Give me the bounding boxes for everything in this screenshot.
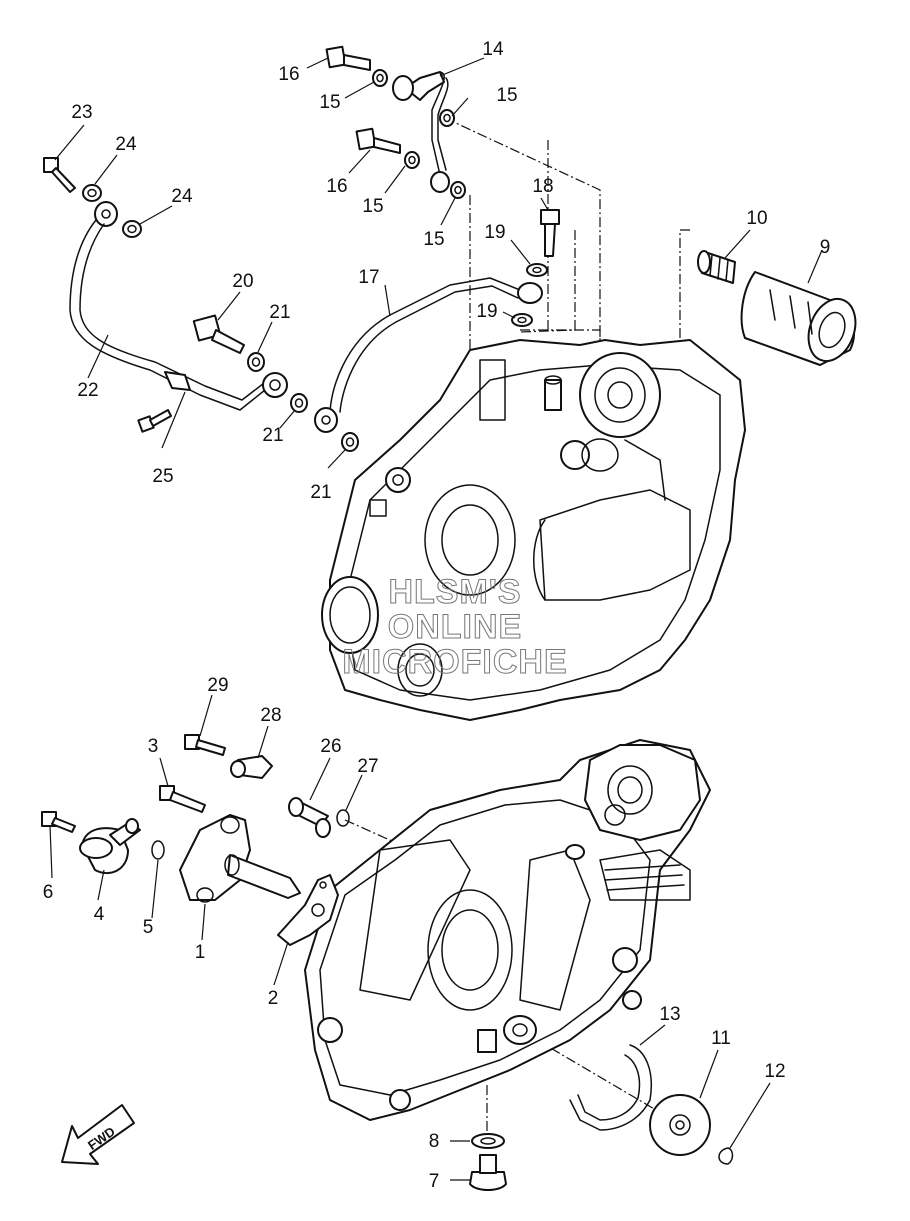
- callout-10: 10: [746, 208, 767, 229]
- callout-15: 15: [319, 92, 340, 113]
- callout-12: 12: [764, 1061, 785, 1082]
- union-bolt-10: [697, 250, 736, 284]
- callout-21: 21: [310, 482, 331, 503]
- callout-15: 15: [362, 196, 383, 217]
- circlip-12: [718, 1147, 734, 1165]
- callout-16: 16: [326, 176, 347, 197]
- o-ring-27: [336, 809, 350, 827]
- sprocket-11: [649, 1094, 711, 1156]
- oil-delivery-pipe-17: [314, 277, 543, 433]
- callout-24: 24: [171, 186, 193, 207]
- callout-8: 8: [429, 1131, 440, 1152]
- callout-13: 13: [659, 1004, 680, 1025]
- washers-19: [511, 263, 548, 327]
- bolt-29: [184, 734, 226, 756]
- callout-2: 2: [268, 988, 279, 1009]
- fwd-arrow-icon: FWD: [61, 1104, 135, 1165]
- callout-19: 19: [476, 301, 497, 322]
- callout-15: 15: [496, 85, 517, 106]
- callout-11: 11: [711, 1028, 731, 1049]
- drain-plug-7: [469, 1154, 507, 1191]
- callout-18: 18: [532, 176, 553, 197]
- bolt-6: [41, 811, 76, 833]
- callout-17: 17: [358, 267, 379, 288]
- callout-numbers: 1 2 3 4 5 6 7 8 9 10 11 12 13 14 15 15 1…: [43, 39, 831, 1192]
- leader-lines: [49, 57, 823, 1181]
- union-bolt-16a: [325, 45, 371, 71]
- bolt-3: [159, 785, 206, 813]
- union-bolt-20: [192, 314, 245, 354]
- callout-5: 5: [143, 917, 154, 938]
- watermark: HLSM'S ONLINE MICROFICHE: [342, 573, 567, 682]
- oil-delivery-pipe-14: [392, 71, 450, 193]
- bracket-28: [230, 755, 273, 779]
- washers-15: [372, 69, 466, 199]
- oil-pipe-22: [69, 201, 288, 411]
- callout-23: 23: [71, 102, 92, 123]
- union-bolt-23: [43, 157, 76, 193]
- callout-4: 4: [94, 904, 105, 925]
- union-bolt-16b: [355, 127, 401, 154]
- union-bolt-18: [540, 209, 560, 257]
- crankcase-right: [321, 339, 746, 721]
- callout-6: 6: [43, 882, 54, 903]
- oil-pump-1: [179, 814, 301, 903]
- callout-19: 19: [484, 222, 505, 243]
- callout-29: 29: [207, 675, 228, 696]
- collar-26: [288, 797, 331, 838]
- callout-3: 3: [148, 736, 159, 757]
- callout-1: 1: [195, 942, 206, 963]
- callout-21: 21: [269, 302, 290, 323]
- callout-27: 27: [357, 756, 378, 777]
- chain-13: [569, 1044, 652, 1131]
- watermark-line-3: MICROFICHE: [342, 643, 567, 681]
- oil-filter-9: [740, 271, 857, 366]
- callout-20: 20: [232, 271, 253, 292]
- washers-24: [82, 184, 142, 238]
- gasket-2: [277, 874, 339, 946]
- callout-22: 22: [77, 380, 98, 401]
- callout-7: 7: [429, 1171, 440, 1192]
- callout-28: 28: [260, 705, 281, 726]
- callout-26: 26: [320, 736, 341, 757]
- callout-16: 16: [278, 64, 299, 85]
- o-ring-5: [151, 840, 165, 860]
- watermark-line-2: ONLINE: [388, 608, 522, 646]
- callout-25: 25: [152, 466, 173, 487]
- callout-9: 9: [820, 237, 831, 258]
- gasket-8: [471, 1133, 505, 1149]
- crankcase-left: [304, 739, 711, 1121]
- callout-24: 24: [115, 134, 137, 155]
- oil-strainer-4: [79, 818, 141, 875]
- bolt-25: [137, 409, 172, 433]
- washers-21: [247, 352, 359, 452]
- callout-15: 15: [423, 229, 444, 250]
- watermark-line-1: HLSM'S: [388, 573, 521, 611]
- callout-14: 14: [482, 39, 504, 60]
- callout-21: 21: [262, 425, 283, 446]
